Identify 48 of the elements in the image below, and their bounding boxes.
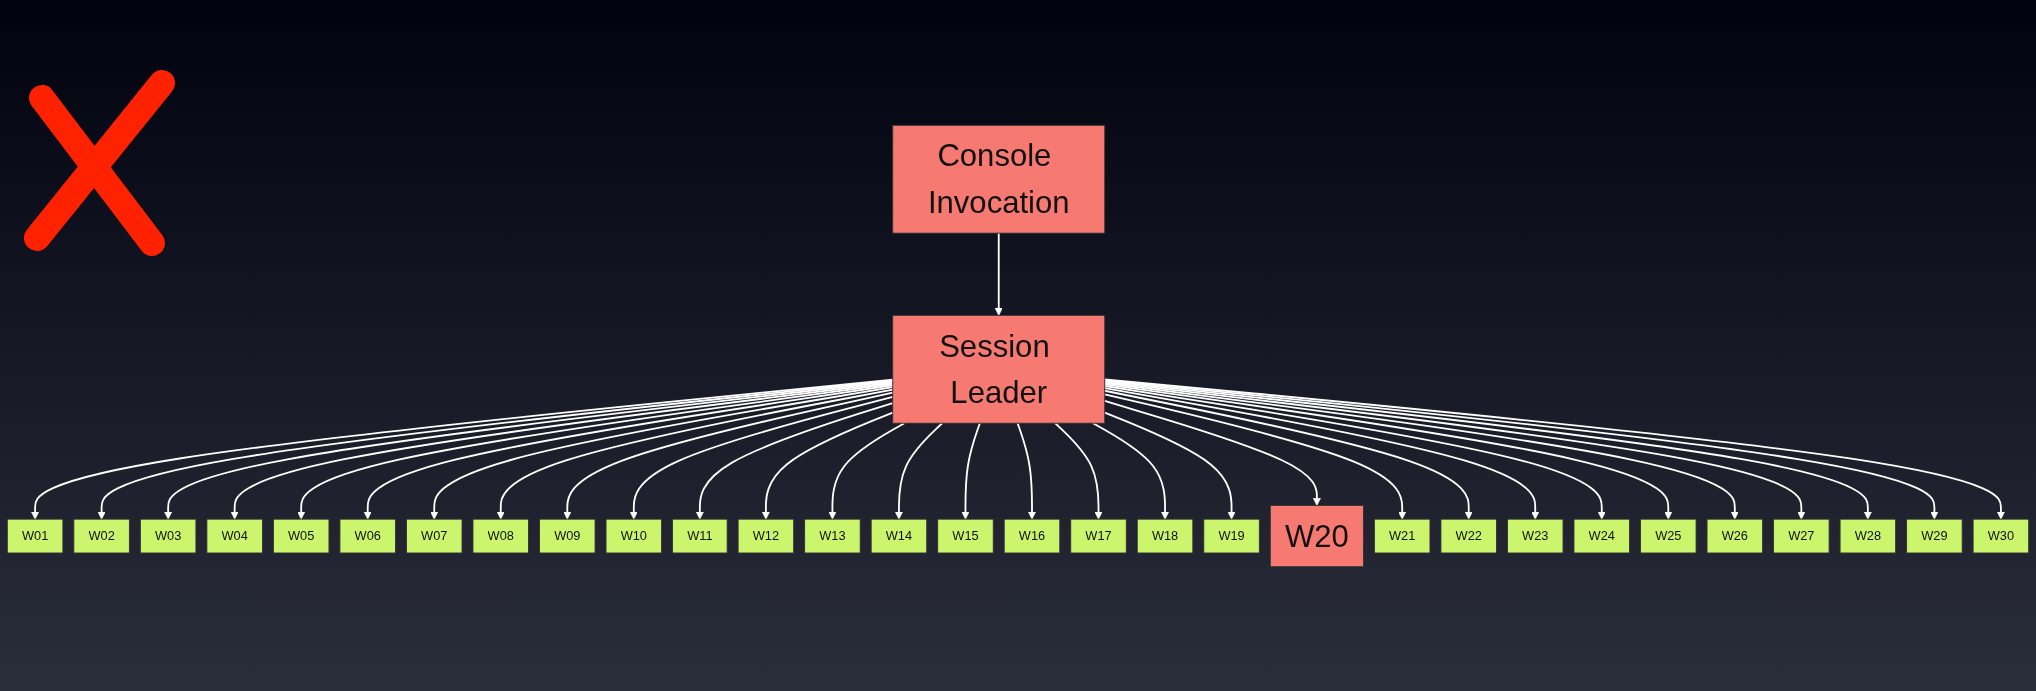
node-box: Console Invocation (892, 124, 1106, 234)
arrow (994, 231, 1003, 316)
node-box: W09 (539, 518, 596, 553)
node-box: W06 (339, 518, 396, 553)
node-box: W18 (1136, 518, 1194, 553)
node-box: W29 (1906, 518, 1963, 553)
node-box: Session Leader (892, 314, 1106, 424)
arrow (563, 391, 894, 520)
node-box: W22 (1440, 518, 1497, 553)
node-box: W27 (1773, 518, 1830, 553)
node-box: W30 (1972, 518, 2030, 553)
node-box: W10 (605, 518, 663, 553)
node-box: W08 (472, 518, 529, 553)
arrow (1103, 389, 1473, 520)
arrow (629, 395, 894, 520)
arrow (1103, 399, 1321, 506)
node-box: W13 (804, 518, 861, 553)
arrow (496, 388, 894, 520)
node-box: W25 (1640, 518, 1697, 553)
arrow (1103, 411, 1236, 520)
node-box: W15 (937, 518, 994, 553)
node-box: W04 (206, 518, 263, 553)
node-box: W03 (139, 518, 197, 553)
arrow (1103, 392, 1407, 520)
node-box: W07 (406, 518, 463, 553)
node-box: W11 (672, 518, 728, 553)
node-box: W23 (1507, 518, 1564, 553)
node-box: W02 (73, 518, 130, 553)
arrow (1054, 421, 1103, 520)
node-box: W14 (870, 518, 928, 553)
node-box: W26 (1706, 518, 1764, 553)
node-box: W12 (737, 518, 795, 553)
arrow (894, 421, 944, 520)
node-box: W19 (1203, 518, 1260, 553)
node-box: W21 (1373, 518, 1431, 553)
arrow (1016, 421, 1036, 520)
arrow (695, 401, 894, 520)
node-box: W05 (272, 518, 330, 553)
node-box: W01 (6, 518, 64, 553)
node-box: W17 (1070, 518, 1127, 553)
node-box: W20 (1269, 504, 1364, 567)
node-box: W28 (1839, 518, 1897, 553)
arrow (828, 421, 906, 520)
arrow (761, 411, 894, 520)
node-box: W16 (1003, 518, 1061, 553)
arrow (961, 421, 981, 520)
arrow (1092, 421, 1170, 520)
node-box: W24 (1573, 518, 1630, 553)
